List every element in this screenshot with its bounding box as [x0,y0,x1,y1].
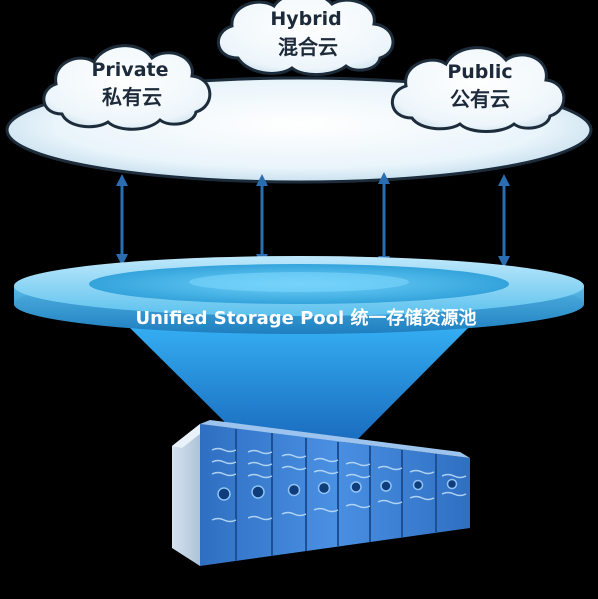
storage-pool-disc: Unified Storage Pool 统一存储资源池 [14,256,584,334]
connection-arrows [116,172,510,268]
cloud-public-en: Public [447,61,512,83]
cloud-private-en: Private [92,59,169,81]
cloud-hybrid: Hybrid 混合云 [216,0,395,76]
storage-beam [120,318,478,442]
cloud-private-zh: 私有云 [102,85,162,109]
cloud-hybrid-zh: 混合云 [278,35,338,59]
cloud-icon [42,44,212,131]
cloud-icon [390,46,566,133]
server-rack-icon [172,420,470,566]
storage-pool-label: Unified Storage Pool 统一存储资源池 [136,307,477,329]
cloud-private: Private 私有云 [42,44,212,131]
cloud-public: Public 公有云 [390,46,566,133]
cloud-icon [216,0,395,76]
cloud-public-zh: 公有云 [450,87,510,111]
cloud-hybrid-en: Hybrid [270,8,341,30]
